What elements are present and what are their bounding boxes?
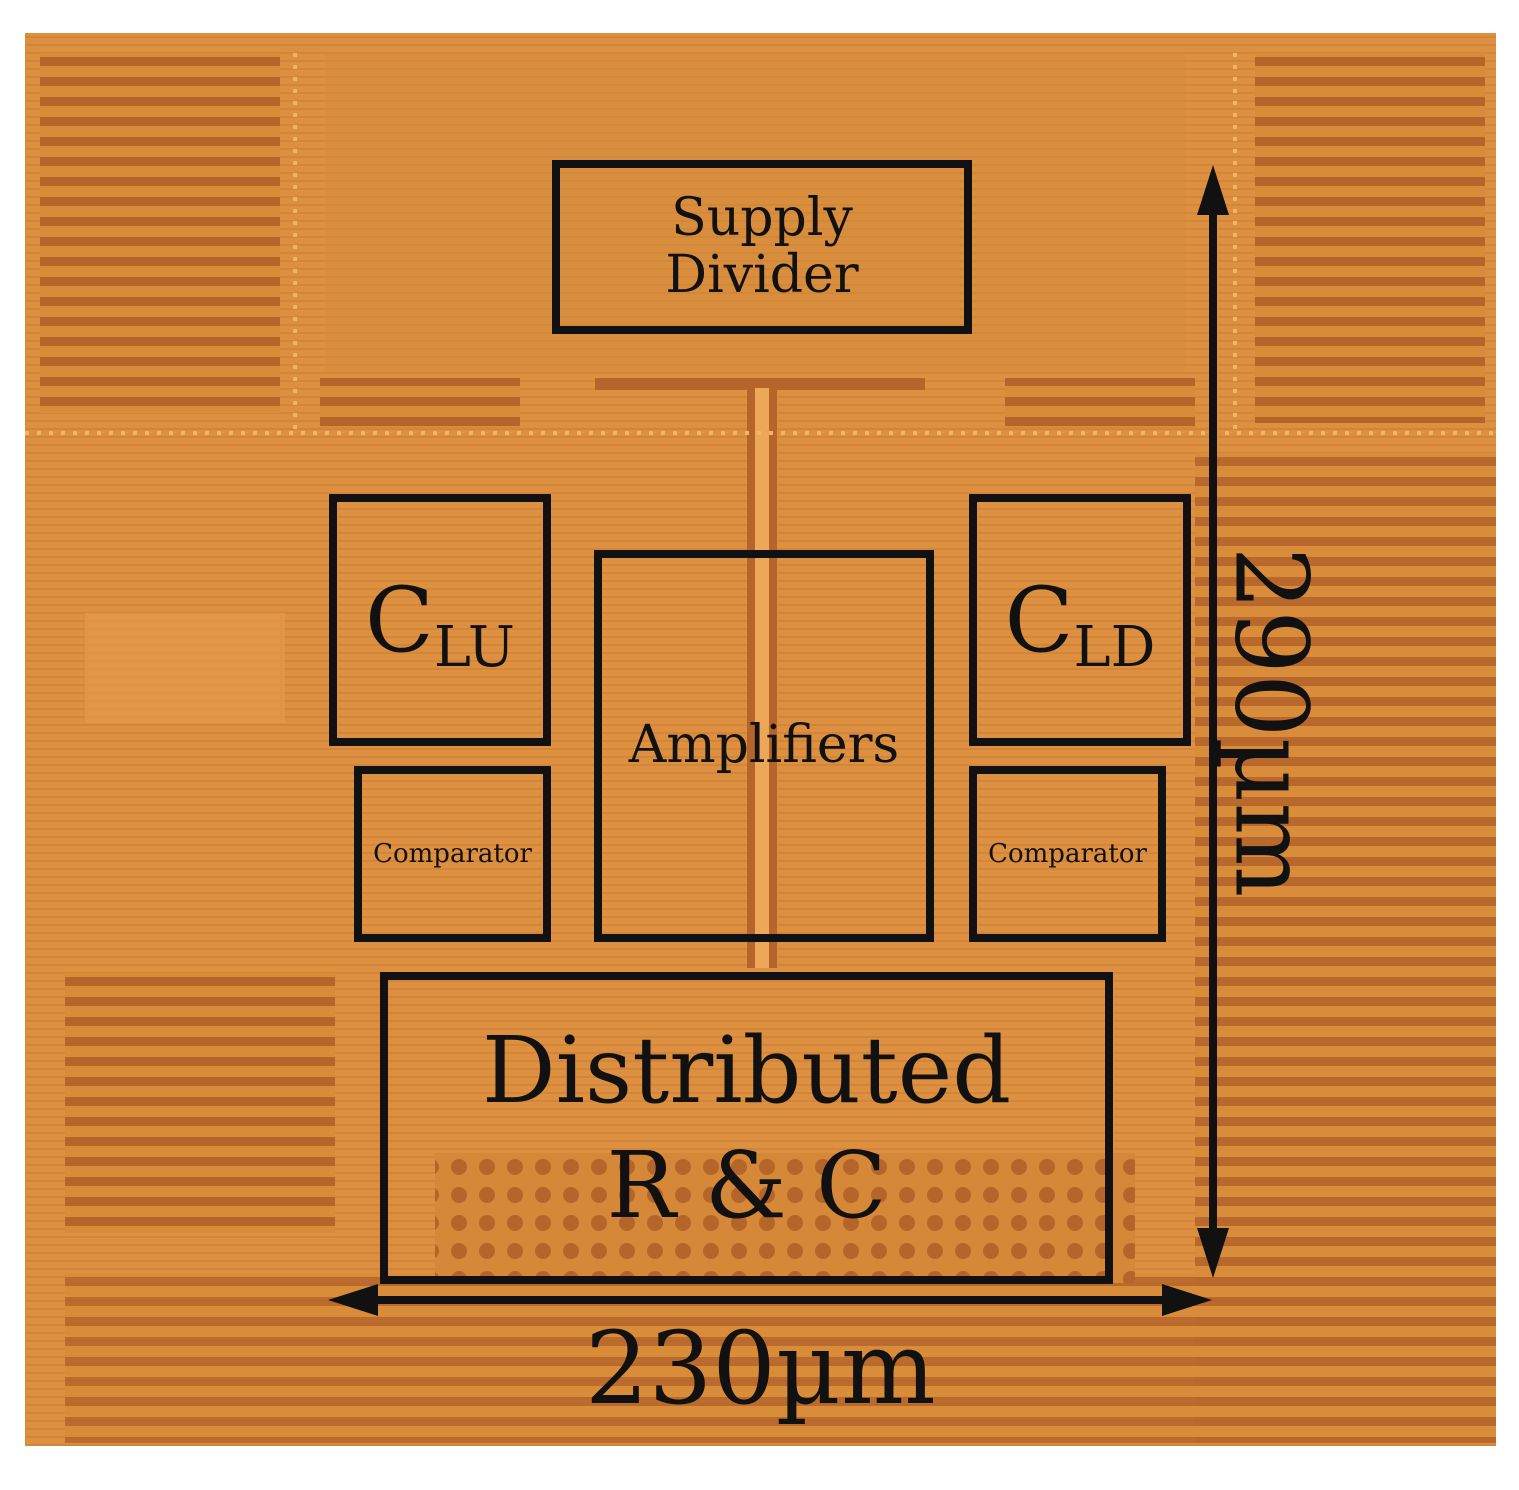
die-texture <box>25 33 1496 1446</box>
chip-die-photo <box>25 33 1496 1446</box>
